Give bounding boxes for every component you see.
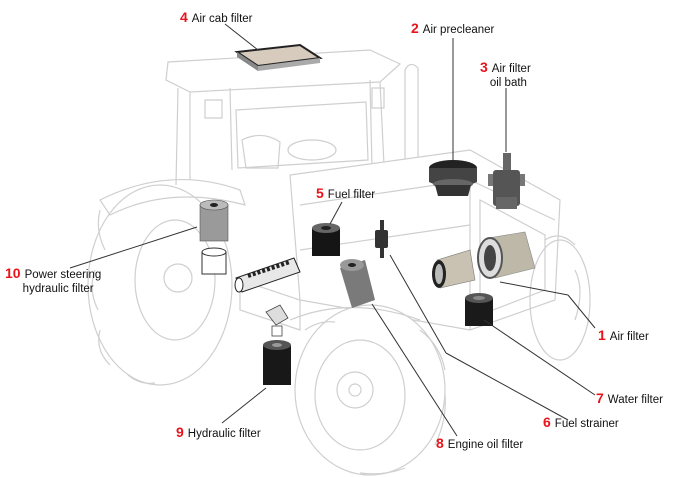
callout-label: Water filter	[607, 394, 663, 406]
water-filter-part	[465, 293, 493, 326]
callout-number: 8	[436, 435, 444, 451]
callout-number: 4	[180, 9, 188, 25]
suction-strainer-part	[234, 257, 301, 293]
air-filter-part	[432, 231, 536, 289]
callout-label: Hydraulic filter	[187, 428, 261, 440]
callout-label-line2: oil bath	[489, 77, 527, 89]
callout-number: 5	[316, 185, 324, 201]
air-filter-oil-bath-part	[488, 153, 525, 209]
callout-number: 3	[480, 59, 488, 75]
callout-number: 7	[596, 390, 604, 406]
engine-oil-filter-part	[340, 259, 375, 308]
callout-label: Air filter	[609, 331, 649, 343]
callout-number: 1	[598, 327, 606, 343]
callout-label: Air filter	[491, 63, 531, 75]
hydraulic-filter-part	[263, 304, 291, 385]
callout-number: 2	[411, 20, 419, 36]
air-precleaner-part	[429, 160, 477, 196]
callout-label: Fuel filter	[327, 189, 376, 201]
callout-label: Fuel strainer	[554, 418, 619, 430]
leader-lines	[69, 23, 596, 437]
callout-number: 9	[176, 424, 184, 440]
callout-label: Power steering	[24, 269, 102, 281]
callout-number: 6	[543, 414, 551, 430]
callout-label: Air precleaner	[422, 24, 495, 36]
callout-label-line2: hydraulic filter	[22, 283, 94, 295]
callout-number: 10	[5, 265, 21, 281]
fuel-filter-part	[312, 223, 340, 256]
callout-label: Engine oil filter	[447, 439, 524, 451]
fuel-strainer-part	[375, 220, 388, 258]
callout-label: Air cab filter	[191, 13, 253, 25]
power-steering-filter-part	[199, 199, 229, 275]
